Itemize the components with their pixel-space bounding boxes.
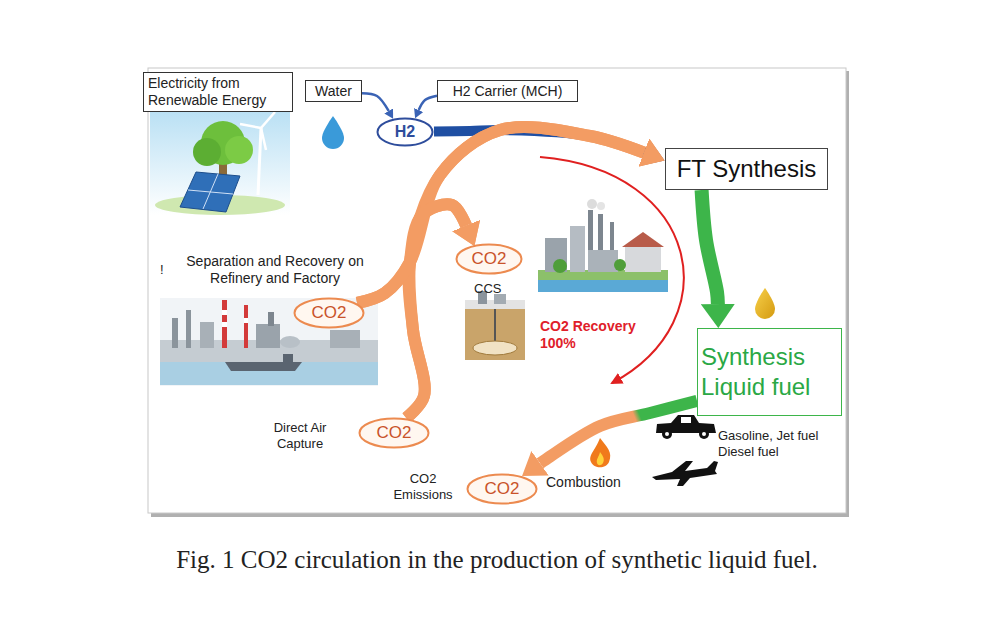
- factory-illustration: [588, 250, 618, 272]
- node-text: H2: [376, 123, 434, 141]
- truck-icon: [665, 432, 669, 436]
- flow-arrow: [702, 190, 718, 304]
- factory-illustration: [614, 259, 626, 271]
- water-drop: [322, 116, 344, 149]
- flow-arrow: [357, 204, 466, 303]
- flow-arrow: [419, 96, 437, 110]
- node-text: Electricity from Renewable Energy: [148, 75, 288, 109]
- refinery-illustration: [244, 318, 248, 323]
- factory-illustration: [588, 210, 593, 255]
- refinery-illustration: [280, 336, 300, 348]
- refinery-illustration: [222, 300, 227, 348]
- node-text: Synthesis Liquid fuel: [701, 342, 841, 402]
- refinery-illustration: [186, 310, 191, 348]
- process-box: FT Synthesis: [665, 148, 828, 190]
- stray-mark: !: [160, 262, 164, 278]
- refinery-illustration: [222, 322, 227, 327]
- co2-ellipse: CO2: [293, 297, 365, 329]
- oil-drop: [755, 288, 775, 319]
- ccs-illustration: [465, 291, 525, 360]
- ccs-label: CCS: [474, 281, 501, 297]
- truck-icon: [681, 417, 691, 423]
- factory-illustration: [553, 259, 567, 273]
- ccs-illustration: [494, 309, 496, 343]
- input-box: H2 Carrier (MCH): [437, 80, 578, 102]
- airplane-icon: [652, 461, 718, 486]
- renewable-illustration: [193, 138, 221, 166]
- co2-ellipse: CO2: [466, 473, 538, 505]
- refinery-illustration: [160, 298, 378, 386]
- factory-illustration: [598, 214, 603, 255]
- ccs-illustration: [465, 300, 525, 360]
- water-drop: [322, 116, 344, 149]
- node-text: CO2: [455, 249, 523, 269]
- truck-icon: [662, 429, 672, 439]
- node-text: CO2: [358, 423, 430, 443]
- renewable-illustration: [261, 112, 275, 128]
- refinery-illustration: [160, 298, 378, 386]
- renewable-illustration: [225, 136, 253, 164]
- factory-illustration: [597, 202, 605, 210]
- process-label: Combustion: [546, 474, 621, 491]
- flame-icon: [590, 438, 610, 467]
- recovery-arc: [540, 157, 684, 383]
- refinery-illustration: [244, 305, 248, 348]
- source-label: Direct Air Capture: [258, 420, 342, 451]
- refinery-illustration: [222, 310, 227, 315]
- renewable-illustration: [261, 128, 266, 150]
- flow-arrow: [357, 127, 644, 303]
- refinery-illustration: [330, 330, 360, 348]
- factory-illustration: [587, 199, 597, 209]
- factory-illustration: [545, 238, 567, 272]
- fuel-label: Gasoline, Jet fuel Diesel fuel: [718, 428, 843, 459]
- renewable-illustration: [188, 190, 233, 194]
- co2-ellipse: CO2: [358, 417, 430, 449]
- flame-icon: [590, 438, 610, 467]
- refinery-illustration: [200, 322, 214, 348]
- factory-illustration: [538, 279, 668, 292]
- refinery-illustration: [256, 324, 280, 348]
- node-text: Water: [306, 83, 361, 99]
- truck-icon: [699, 429, 709, 439]
- co2-ellipse: CO2: [455, 243, 523, 275]
- product-box: Synthesis Liquid fuel: [697, 328, 842, 416]
- node-text: FT Synthesis: [666, 155, 827, 183]
- airplane-icon: [652, 461, 718, 486]
- hydrogen-ellipse: H2: [376, 117, 434, 147]
- figure-frame: [148, 68, 849, 517]
- recovery-label: CO2 Recovery 100%: [540, 318, 652, 352]
- renewable-illustration: [240, 124, 261, 128]
- factory-illustration: [625, 246, 661, 272]
- figure-frame: [148, 68, 846, 513]
- figure-caption: Fig. 1 CO2 circulation in the production…: [0, 546, 994, 574]
- input-box: Water: [305, 80, 362, 102]
- factory-illustration: [538, 199, 668, 292]
- renewable-illustration: [150, 110, 290, 215]
- emission-label: CO2 Emissions: [385, 471, 461, 502]
- truck-icon: [702, 432, 706, 436]
- truck-icon: [656, 415, 716, 439]
- ccs-illustration: [473, 341, 517, 355]
- node-text: CO2: [466, 479, 538, 499]
- flame-icon: [597, 452, 604, 465]
- recovery-arc: [540, 157, 684, 383]
- renewable-illustration: [180, 172, 240, 212]
- flow-arrow: [362, 93, 389, 111]
- flow-arrow: [540, 401, 697, 463]
- renewable-illustration: [258, 128, 261, 195]
- renewable-illustration: [150, 110, 290, 215]
- source-label: Separation and Recovery on Refinery and …: [180, 253, 370, 287]
- refinery-illustration: [225, 362, 302, 371]
- refinery-illustration: [172, 318, 178, 348]
- refinery-illustration: [283, 354, 293, 362]
- refinery-illustration: [268, 312, 274, 326]
- source-box: Electricity from Renewable Energy: [143, 72, 293, 112]
- factory-illustration: [570, 226, 585, 272]
- factory-illustration: [622, 232, 664, 247]
- node-text: CO2: [293, 303, 365, 323]
- node-text: H2 Carrier (MCH): [438, 83, 577, 99]
- refinery-illustration: [160, 362, 378, 385]
- oil-drop: [755, 288, 775, 319]
